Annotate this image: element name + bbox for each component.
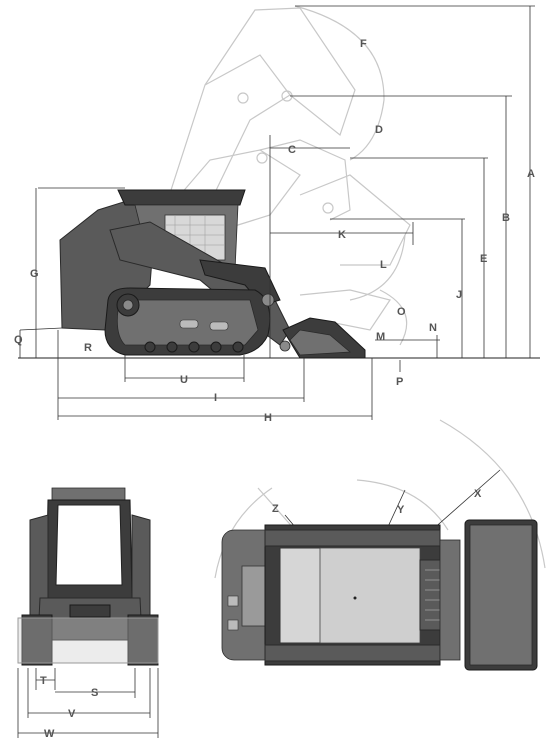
reach-dimensions [269,135,414,358]
label-j: J [456,289,462,301]
label-u: U [180,374,188,386]
arc-l [349,234,406,301]
label-c: C [288,144,296,156]
label-d: D [375,124,383,136]
label-q: Q [14,334,23,346]
arc-o [379,289,408,346]
label-x: X [474,488,482,500]
label-l: L [380,259,387,271]
label-k: K [338,229,346,241]
side-view: A B C D E F G H I J K L M N O P Q R U [14,5,540,424]
label-a: A [527,168,535,180]
raised-arm-ghost [149,7,411,331]
label-y: Y [397,504,405,516]
label-e: E [480,253,487,265]
label-o: O [397,306,406,318]
height-dimensions [290,5,535,372]
label-i: I [214,392,217,404]
label-h: H [264,412,272,424]
label-t: T [40,675,47,687]
label-m: M [376,331,385,343]
label-p: P [396,376,403,388]
arc-z [214,487,273,579]
label-b: B [502,212,510,224]
front-view: T S V W [17,487,159,740]
arc-x [439,419,546,569]
label-r: R [84,342,92,354]
track-loader-side [59,189,366,359]
arc-f [294,5,385,161]
label-w: W [44,728,55,740]
label-z: Z [272,503,279,515]
label-g: G [30,268,39,280]
label-f: F [360,38,367,50]
label-n: N [429,322,437,334]
arc-y [356,479,449,531]
label-s: S [91,687,98,699]
label-v: V [68,708,76,720]
top-view: Z Y X [214,419,546,671]
